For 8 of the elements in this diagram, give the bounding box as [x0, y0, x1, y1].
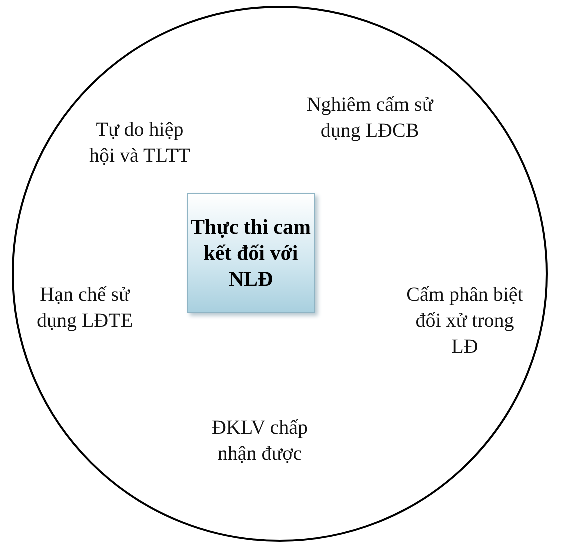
category-label: Nghiêm cấm sử dụng LĐCB: [306, 93, 435, 144]
center-box: [187, 193, 315, 313]
category-label: ĐKLV chấp nhận được: [210, 416, 310, 467]
box-title: Thực thi cam kết đối với NLĐ: [190, 214, 312, 292]
circle-outline: [12, 6, 548, 542]
category-label: Tự do hiệp hội và TLTT: [88, 118, 192, 169]
category-label: Cấm phân biệt đối xử trong LĐ: [406, 283, 524, 360]
category-label: Hạn chế sử dụng LĐTE: [36, 283, 134, 334]
